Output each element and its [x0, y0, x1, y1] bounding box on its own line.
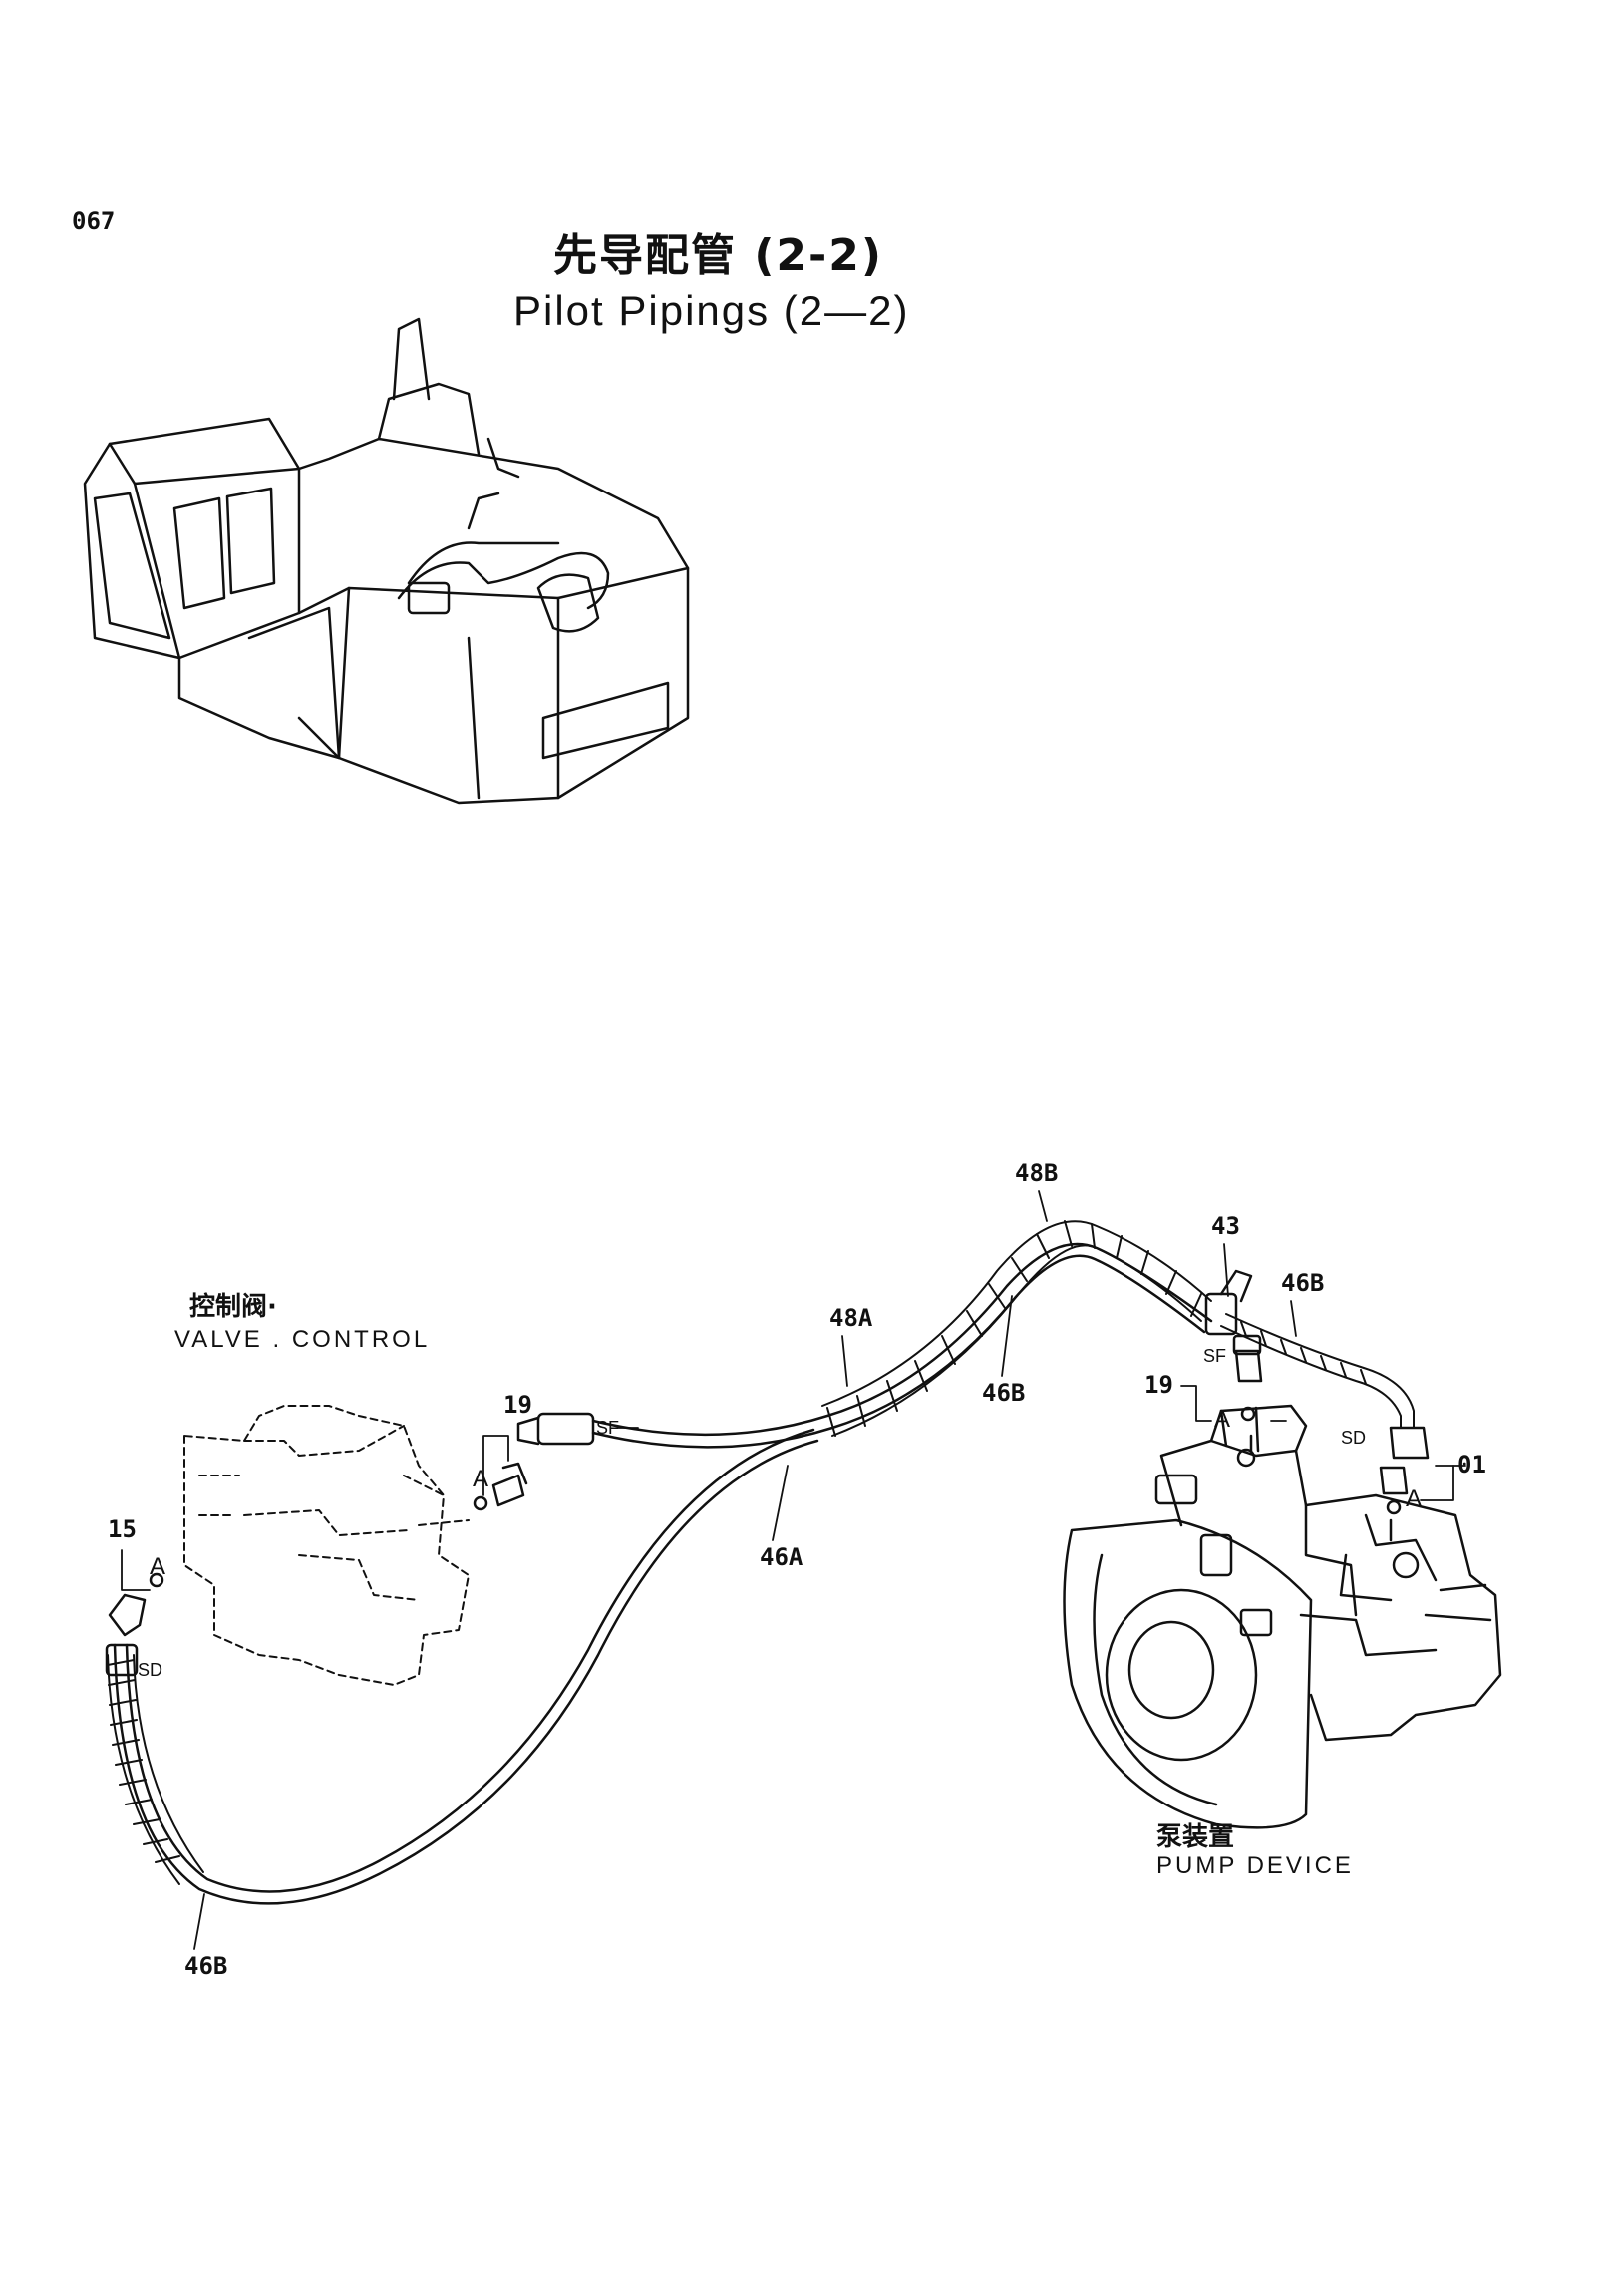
tag-sd-left: SD — [138, 1660, 163, 1680]
callout-48A: 48A — [829, 1304, 873, 1332]
tag-sf-right: SF — [1203, 1346, 1227, 1366]
fittings — [105, 1334, 1430, 1677]
callout-46B-top: 46B — [1281, 1269, 1325, 1297]
callout-48B: 48B — [1015, 1159, 1059, 1187]
callout-46A: 46A — [760, 1543, 803, 1571]
callout-46B-bottom: 46B — [184, 1952, 228, 1980]
callout-19-right: 19 — [1144, 1371, 1173, 1399]
ref-letter-a-15: A — [150, 1553, 166, 1580]
ref-letter-a-19-left: A — [473, 1466, 489, 1492]
callout-46B-mid: 46B — [982, 1379, 1026, 1407]
hose-48A — [591, 1242, 1213, 1449]
valve-label-chinese: 控制阀· — [189, 1292, 277, 1322]
hose-46B-right — [1220, 1313, 1415, 1429]
hose-48B-sleeve — [821, 1220, 1212, 1437]
tag-sd-right: SD — [1341, 1428, 1367, 1448]
page-title-chinese: 先导配管 (2-2) — [553, 230, 884, 281]
callout-01: 01 — [1457, 1451, 1486, 1478]
excavator-overview-illustration — [83, 317, 690, 805]
page-number: 067 — [72, 207, 116, 235]
hose-46A — [113, 1428, 819, 1905]
control-valve-outline — [183, 1405, 470, 1686]
pump-label-chinese: 泵装置 — [1156, 1822, 1235, 1852]
clamp-43-drawing — [1204, 1269, 1253, 1336]
callout-15: 15 — [108, 1515, 137, 1543]
pump-label-english: PUMP DEVICE — [1156, 1852, 1354, 1879]
valve-label-english: VALVE . CONTROL — [174, 1326, 431, 1353]
hose-46B-sleeve-left — [107, 1654, 204, 1885]
page-title-english: Pilot Pipings (2—2) — [513, 287, 910, 334]
pump-device-illustration — [1063, 1404, 1502, 1829]
callout-43: 43 — [1211, 1212, 1240, 1240]
callout-19-left: 19 — [503, 1391, 532, 1419]
ref-letter-a-19-right: A — [1214, 1406, 1231, 1433]
leader-lines — [121, 1190, 1466, 1950]
tag-sf-left: SF — [596, 1418, 620, 1438]
ref-letter-a-01: A — [1406, 1485, 1423, 1512]
